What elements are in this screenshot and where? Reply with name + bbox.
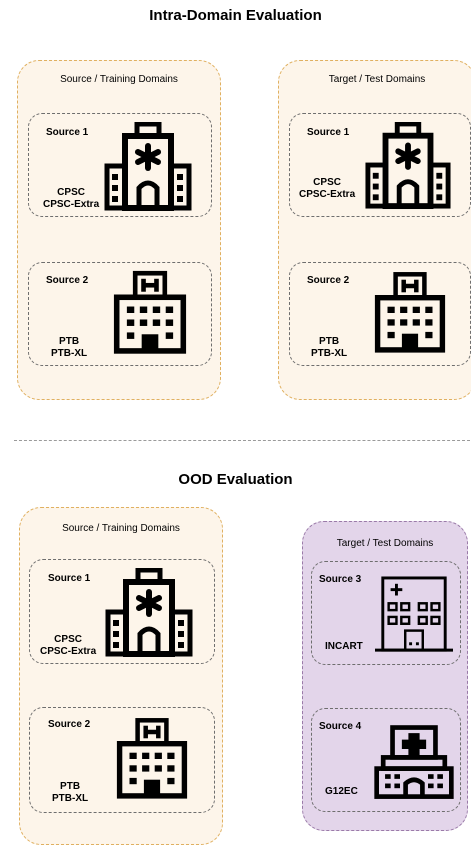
card-label: Source 1 [307, 127, 350, 138]
source-card: Source 1 CPSC CPSC-Extra [28, 113, 212, 217]
hospital-h-icon [116, 715, 188, 803]
panel-title: Source / Training Domains [60, 74, 178, 85]
hospital-asterisk-icon [364, 122, 452, 210]
panel-title: Target / Test Domains [336, 538, 434, 549]
card-datasets: PTB PTB-XL [52, 781, 89, 804]
card-label: Source 2 [48, 719, 91, 730]
card-datasets: G12EC [325, 786, 358, 797]
card-datasets: PTB PTB-XL [51, 336, 88, 359]
card-label: Source 2 [307, 275, 350, 286]
section-divider [14, 440, 470, 441]
ood-target-panel: Target / Test Domains Source 3 INCART So… [302, 521, 468, 831]
source-card: Source 1 CPSC CPSC-Extra [29, 559, 215, 664]
hospital-h-icon [113, 269, 187, 357]
ood-title: OOD Evaluation [178, 471, 293, 488]
card-label: Source 1 [48, 573, 91, 584]
card-datasets: CPSC CPSC-Extra [40, 634, 97, 657]
card-datasets: CPSC CPSC-Extra [299, 177, 356, 200]
hospital-h-icon [374, 269, 446, 357]
target-card: Source 2 PTB PTB-XL [289, 262, 471, 366]
card-label: Source 1 [46, 127, 89, 138]
card-label: Source 4 [319, 721, 362, 732]
intra-target-panel: Target / Test Domains Source 1 CPSC CPSC… [278, 60, 471, 400]
panel-title: Target / Test Domains [328, 74, 426, 85]
card-datasets: CPSC CPSC-Extra [43, 187, 100, 210]
ood-source-panel: Source / Training Domains Source 1 CPSC … [19, 507, 223, 845]
intra-source-panel: Source / Training Domains Source 1 CPSC … [17, 60, 221, 400]
card-label: Source 3 [319, 574, 362, 585]
card-label: Source 2 [46, 275, 89, 286]
clinic-cross-icon [375, 576, 453, 654]
card-datasets: INCART [325, 641, 363, 652]
source-card: Source 2 PTB PTB-XL [29, 707, 215, 813]
card-datasets: PTB PTB-XL [311, 336, 348, 359]
target-card: Source 3 INCART [311, 561, 461, 665]
hospital-cross-icon [372, 725, 456, 801]
panel-title: Source / Training Domains [62, 523, 180, 534]
target-card: Source 4 G12EC [311, 708, 461, 812]
intra-domain-title: Intra-Domain Evaluation [149, 7, 322, 24]
hospital-asterisk-icon [104, 568, 194, 658]
hospital-asterisk-icon [103, 122, 193, 212]
target-card: Source 1 CPSC CPSC-Extra [289, 113, 471, 217]
source-card: Source 2 PTB PTB-XL [28, 262, 212, 366]
